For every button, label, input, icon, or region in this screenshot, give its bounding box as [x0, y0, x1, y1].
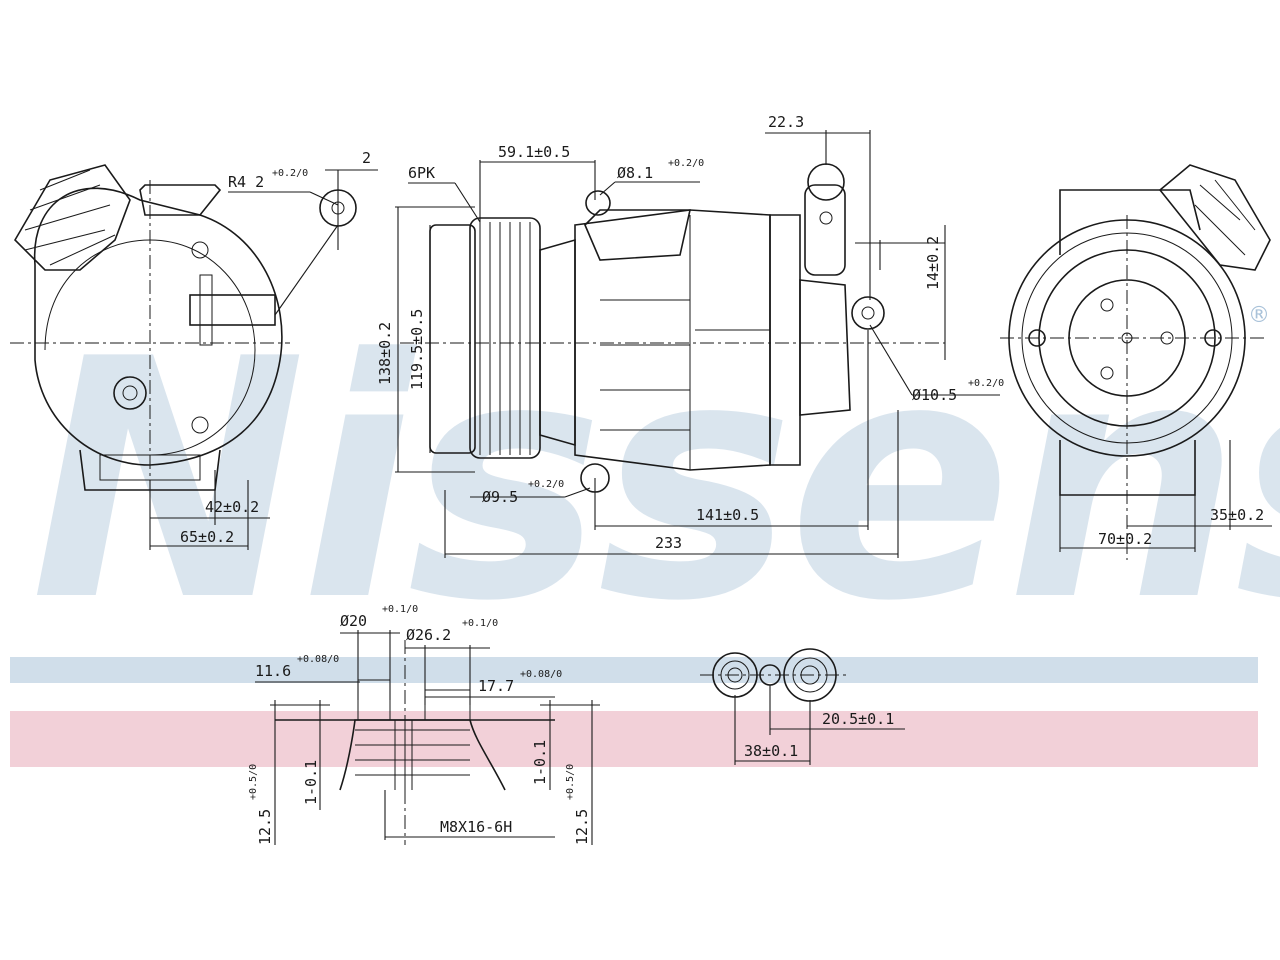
blue-band [10, 657, 1258, 683]
dim-14: 14±0.2 [924, 236, 942, 290]
dim-12-left: 12.5 [256, 809, 274, 845]
dim-12-left-tolerance: +0.5/0 [248, 764, 259, 800]
mount-hole [113, 376, 147, 410]
hole-right-tolerance: +0.2/0 [968, 378, 1004, 389]
dim-138: 138±0.2 [376, 322, 394, 385]
hole-top-tolerance: +0.2/0 [668, 158, 704, 169]
port-dia-26-tolerance: +0.1/0 [462, 618, 498, 629]
dim-11-tolerance: +0.08/0 [297, 654, 339, 665]
dim-20-5: 20.5±0.1 [822, 710, 894, 728]
right-mount-hole [851, 296, 885, 330]
dim-1-left: 1-0.1 [302, 760, 320, 805]
belt-type: 6PK [408, 164, 435, 182]
hole-right-dia: Ø10.5 [912, 386, 957, 404]
thread-pitch-label: 2 [362, 149, 371, 167]
side-view: 6PK 59.1±0.5 Ø8.1 +0.2/0 22.3 138±0.2 11… [376, 113, 1004, 558]
port-dia-26: Ø26.2 [406, 626, 451, 644]
dim-11: 11.6 [255, 662, 291, 680]
hole-bottom-dia: Ø9.5 [482, 488, 518, 506]
hole-bottom-tolerance: +0.2/0 [528, 479, 564, 490]
dim-22: 22.3 [768, 113, 804, 131]
port-section-view: Ø20 +0.1/0 Ø26.2 +0.1/0 11.6 +0.08/0 17.… [248, 604, 600, 845]
dim-17: 17.7 [478, 677, 514, 695]
pink-band [10, 711, 1258, 767]
radius-tolerance: +0.2/0 [272, 168, 308, 179]
port-dia-20-tolerance: +0.1/0 [382, 604, 418, 615]
dim-65: 65±0.2 [180, 528, 234, 546]
watermark: Nissens ® [10, 289, 1280, 767]
front-view: 35±0.2 70±0.2 [1000, 164, 1272, 560]
dim-141: 141±0.5 [696, 506, 759, 524]
watermark-brand: Nissens [30, 289, 1280, 673]
dim-12-right-tolerance: +0.5/0 [565, 764, 576, 800]
thread-spec: M8X16-6H [440, 818, 512, 836]
dim-35: 35±0.2 [1210, 506, 1264, 524]
dim-119: 119.5±0.5 [408, 309, 426, 390]
dim-42: 42±0.2 [205, 498, 259, 516]
registered-mark: ® [1248, 303, 1270, 328]
hole-top-dia: Ø8.1 [617, 164, 653, 182]
service-port [804, 184, 846, 276]
dim-233: 233 [655, 534, 682, 552]
dim-38: 38±0.1 [744, 742, 798, 760]
dim-1-right: 1-0.1 [531, 740, 549, 785]
port-top-view: 20.5±0.1 38±0.1 [700, 648, 905, 765]
port-dia-20: Ø20 [340, 612, 367, 630]
radius-label: R4 2 [228, 173, 264, 191]
dim-70: 70±0.2 [1098, 530, 1152, 548]
dim-59: 59.1±0.5 [498, 143, 570, 161]
left-view: R4 2 +0.2/0 2 42±0.2 65±0.2 [10, 149, 378, 550]
dim-12-right: 12.5 [573, 809, 591, 845]
dim-17-tolerance: +0.08/0 [520, 669, 562, 680]
